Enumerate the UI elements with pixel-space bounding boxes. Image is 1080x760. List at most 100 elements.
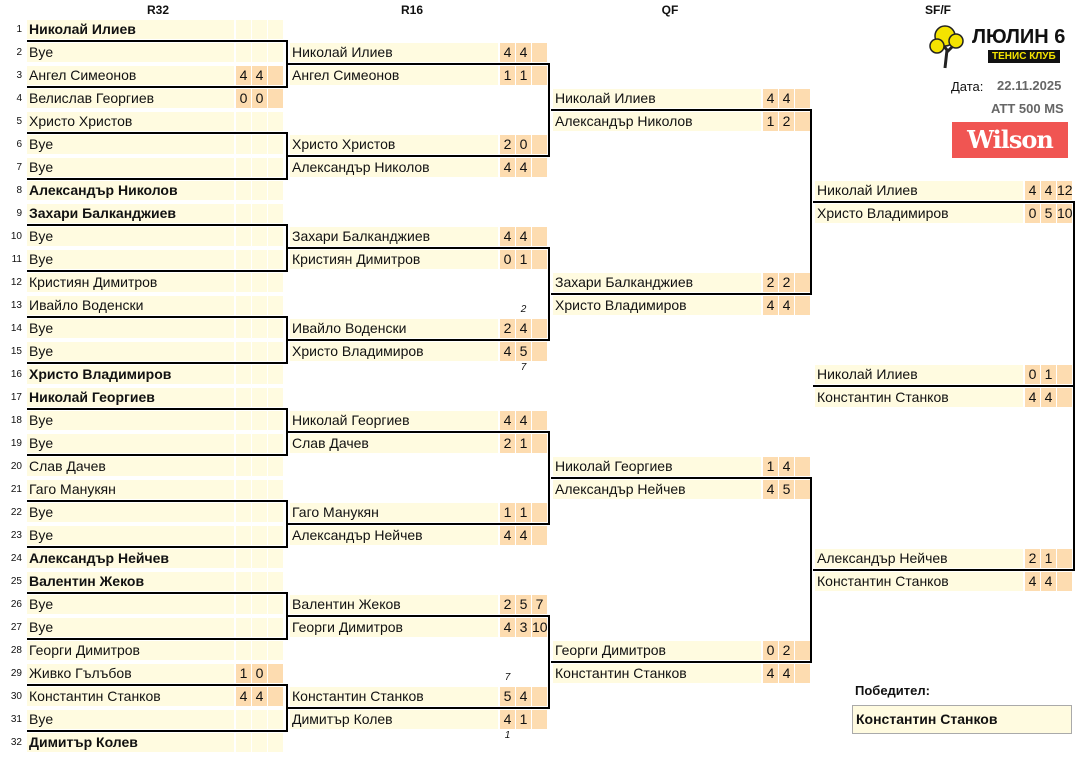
set-score (268, 20, 283, 39)
player-name[interactable]: Bye (27, 158, 234, 177)
player-name[interactable]: Константин Станков (290, 687, 498, 706)
set-score: 4 (779, 457, 794, 476)
player-name[interactable]: Bye (27, 135, 234, 154)
player-name[interactable]: Димитър Колев (27, 733, 234, 752)
draw-position: 1 (16, 24, 22, 35)
player-name[interactable]: Bye (27, 227, 234, 246)
player-name[interactable]: Николай Илиев (27, 20, 234, 39)
set-score (268, 480, 283, 499)
player-name[interactable]: Слав Дачев (290, 434, 498, 453)
player-name[interactable]: Bye (27, 434, 234, 453)
club-name: ЛЮЛИН 6 (972, 26, 1066, 48)
draw-position: 14 (10, 323, 22, 334)
player-name[interactable]: Гаго Манукян (27, 480, 234, 499)
bracket-line (551, 477, 812, 663)
player-name[interactable]: Георги Димитров (27, 641, 234, 660)
player-name[interactable]: Георги Димитров (553, 641, 761, 660)
player-name[interactable]: Слав Дачев (27, 457, 234, 476)
set-score (252, 365, 267, 384)
set-score (532, 135, 547, 154)
draw-position: 4 (16, 93, 22, 104)
set-score (236, 158, 251, 177)
player-name[interactable]: Христо Христов (290, 135, 498, 154)
player-name[interactable]: Bye (27, 503, 234, 522)
player-name[interactable]: Александър Николов (27, 181, 234, 200)
set-score (252, 112, 267, 131)
player-name[interactable]: Bye (27, 250, 234, 269)
set-score (236, 135, 251, 154)
bracket-line (27, 224, 288, 272)
player-name[interactable]: Захари Балканджиев (290, 227, 498, 246)
set-score: 4 (500, 227, 515, 246)
set-score: 1 (1041, 365, 1056, 384)
player-name[interactable]: Александър Нейчев (27, 549, 234, 568)
player-name[interactable]: Николай Илиев (553, 89, 761, 108)
player-name[interactable]: Bye (27, 595, 234, 614)
player-name[interactable]: Александър Нейчев (815, 549, 1023, 568)
set-score (532, 503, 547, 522)
player-name[interactable]: Николай Илиев (815, 181, 1023, 200)
player-name[interactable]: Константин Станков (27, 687, 234, 706)
player-name[interactable]: Александър Нейчев (290, 526, 498, 545)
draw-position: 28 (10, 645, 22, 656)
player-name[interactable]: Живко Гълъбов (27, 664, 234, 683)
set-score: 4 (516, 411, 531, 430)
player-name[interactable]: Александър Нейчев (553, 480, 761, 499)
set-score: 4 (1041, 181, 1056, 200)
set-score: 10 (532, 618, 548, 637)
player-name[interactable]: Александър Николов (290, 158, 498, 177)
player-name[interactable]: Захари Балканджиев (553, 273, 761, 292)
player-name[interactable]: Николай Илиев (290, 43, 498, 62)
player-name[interactable]: Христо Владимиров (815, 204, 1023, 223)
player-name[interactable]: Гаго Манукян (290, 503, 498, 522)
player-name[interactable]: Захари Балканджиев (27, 204, 234, 223)
player-name[interactable]: Кристиян Димитров (290, 250, 498, 269)
draw-position: 24 (10, 553, 22, 564)
player-name[interactable]: Bye (27, 710, 234, 729)
winner-field[interactable]: Константин Станков (852, 705, 1072, 734)
set-score (268, 388, 283, 407)
player-name[interactable]: Константин Станков (815, 572, 1023, 591)
player-name[interactable]: Bye (27, 526, 234, 545)
player-name[interactable]: Bye (27, 43, 234, 62)
bracket-line (288, 247, 550, 341)
player-name[interactable]: Bye (27, 342, 234, 361)
set-score: 4 (779, 664, 794, 683)
player-name[interactable]: Ангел Симеонов (27, 66, 234, 85)
player-name[interactable]: Николай Георгиев (290, 411, 498, 430)
tennis-tree-icon (929, 25, 964, 69)
player-name[interactable]: Ивайло Воденски (27, 296, 234, 315)
player-name[interactable]: Христо Владимиров (27, 365, 234, 384)
bracket-line (813, 385, 1075, 387)
set-score (268, 158, 283, 177)
set-score (252, 319, 267, 338)
set-score (795, 89, 810, 108)
set-score (268, 43, 283, 62)
player-name[interactable]: Христо Христов (27, 112, 234, 131)
player-name[interactable]: Валентин Жеков (290, 595, 498, 614)
player-name[interactable]: Димитър Колев (290, 710, 498, 729)
set-score: 1 (763, 457, 778, 476)
player-name[interactable]: Ивайло Воденски (290, 319, 498, 338)
draw-position: 10 (10, 231, 22, 242)
player-name[interactable]: Велислав Георгиев (27, 89, 234, 108)
player-name[interactable]: Христо Владимиров (553, 296, 761, 315)
draw-position: 17 (10, 392, 22, 403)
player-name[interactable]: Кристиян Димитров (27, 273, 234, 292)
player-name[interactable]: Bye (27, 618, 234, 637)
set-score (1057, 549, 1072, 568)
player-name[interactable]: Николай Георгиев (27, 388, 234, 407)
player-name[interactable]: Александър Николов (553, 112, 761, 131)
set-score: 0 (1025, 204, 1040, 223)
player-name[interactable]: Николай Георгиев (553, 457, 761, 476)
player-name[interactable]: Константин Станков (553, 664, 761, 683)
set-score (795, 112, 810, 131)
player-name[interactable]: Bye (27, 411, 234, 430)
player-name[interactable]: Константин Станков (815, 388, 1023, 407)
player-name[interactable]: Валентин Жеков (27, 572, 234, 591)
player-name[interactable]: Bye (27, 319, 234, 338)
player-name[interactable]: Ангел Симеонов (290, 66, 498, 85)
player-name[interactable]: Николай Илиев (815, 365, 1023, 384)
player-name[interactable]: Георги Димитров (290, 618, 498, 637)
player-name[interactable]: Христо Владимиров (290, 342, 498, 361)
